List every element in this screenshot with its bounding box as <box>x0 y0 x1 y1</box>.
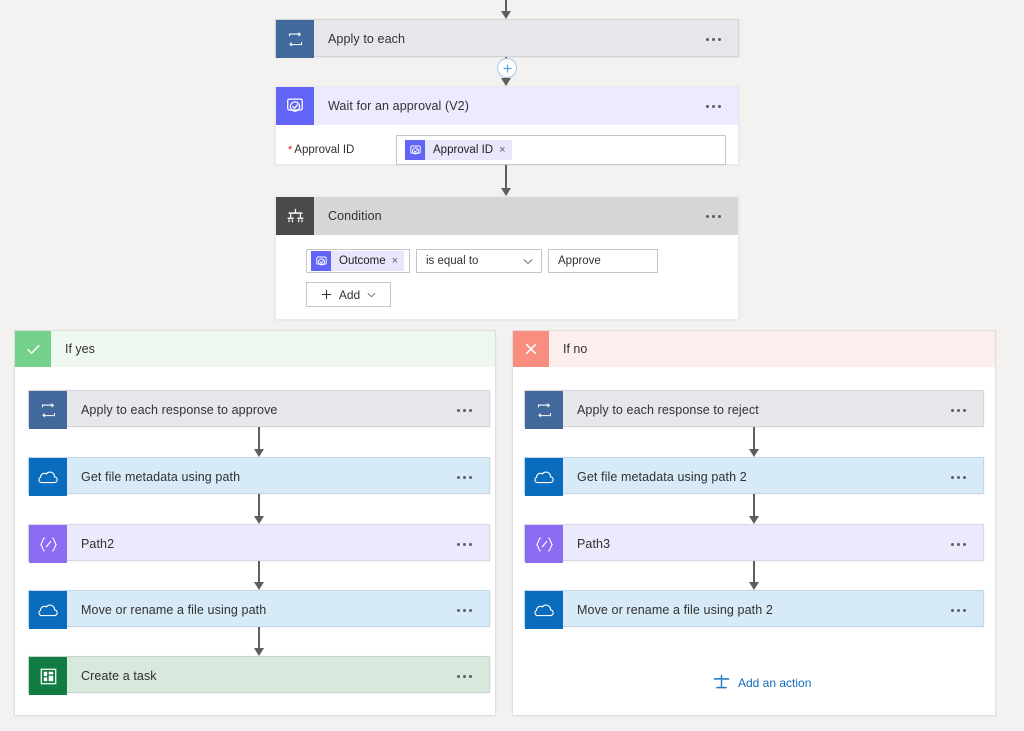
loop-icon <box>525 391 563 429</box>
step-title: Path2 <box>81 537 115 551</box>
approval-id-label: *Approval ID <box>288 144 396 156</box>
condition-operator-value: is equal to <box>426 255 479 267</box>
onedrive-icon <box>29 458 67 496</box>
approval-token-icon <box>405 140 425 160</box>
add-an-action-label: Add an action <box>738 675 812 690</box>
step-card-move-or-rename-a-file-using-path-2[interactable]: Move or rename a file using path 2 <box>524 590 984 629</box>
approval-id-field[interactable]: Approval ID × <box>396 135 726 165</box>
step-title: Move or rename a file using path 2 <box>577 603 773 617</box>
condition-value-input[interactable]: Approve <box>548 249 658 273</box>
step-card-wait-for-approval[interactable]: Wait for an approval (V2) *Approval ID <box>275 86 739 165</box>
step-title: Condition <box>328 209 382 223</box>
chevron-down-icon <box>523 258 533 265</box>
step-overflow-menu-button[interactable] <box>939 542 983 546</box>
condition-add-label: Add <box>338 287 361 302</box>
connector-arrow <box>252 561 266 590</box>
step-card-apply-to-each-response-to-approve[interactable]: Apply to each response to approve <box>28 390 490 429</box>
branch-label: If yes <box>65 342 95 356</box>
step-overflow-menu-button[interactable] <box>694 37 738 41</box>
connector-arrow <box>252 627 266 656</box>
onedrive-icon <box>525 458 563 496</box>
step-overflow-menu-button[interactable] <box>939 408 983 412</box>
step-title: Create a task <box>81 669 157 683</box>
step-overflow-menu-button[interactable] <box>445 408 489 412</box>
step-overflow-menu-button[interactable] <box>445 542 489 546</box>
approval-id-label-text: Approval ID <box>294 144 355 156</box>
plus-icon <box>321 289 332 300</box>
connector-arrow-top <box>499 0 513 19</box>
step-overflow-menu-button[interactable] <box>445 674 489 678</box>
step-card-path2[interactable]: Path2 <box>28 524 490 563</box>
connector-arrow <box>252 427 266 457</box>
approval-card-body: *Approval ID Approval ID × <box>276 125 738 165</box>
token-remove-icon[interactable]: × <box>391 254 399 267</box>
onedrive-icon <box>29 591 67 629</box>
condition-operator-select[interactable]: is equal to <box>416 249 542 273</box>
step-title: Apply to each response to reject <box>577 403 759 417</box>
token-approval-id[interactable]: Approval ID × <box>405 140 512 160</box>
branch-header-if-yes: If yes <box>15 331 495 367</box>
step-card-move-or-rename-a-file-using-path[interactable]: Move or rename a file using path <box>28 590 490 629</box>
loop-icon <box>276 20 314 58</box>
step-title: Apply to each response to approve <box>81 403 278 417</box>
data-operation-icon <box>29 525 67 563</box>
branch-label: If no <box>563 342 588 356</box>
connector-arrow <box>747 561 761 590</box>
approval-token-icon <box>311 251 331 271</box>
insert-step-button[interactable] <box>497 58 517 78</box>
connector-arrow-to-condition <box>499 165 513 196</box>
step-title: Get file metadata using path <box>81 470 241 484</box>
token-outcome[interactable]: Outcome × <box>311 251 405 271</box>
add-an-action-button[interactable]: Add an action <box>712 674 811 691</box>
check-icon <box>15 331 51 367</box>
token-label: Approval ID <box>433 144 494 156</box>
condition-add-button[interactable]: Add <box>306 282 391 307</box>
loop-icon <box>29 391 67 429</box>
step-title: Wait for an approval (V2) <box>328 99 469 113</box>
token-label: Outcome <box>339 255 386 267</box>
token-remove-icon[interactable]: × <box>499 143 506 156</box>
step-overflow-menu-button[interactable] <box>694 104 738 108</box>
connector-arrow <box>747 494 761 524</box>
step-card-condition[interactable]: Condition <box>275 196 739 320</box>
branch-header-if-no: If no <box>513 331 995 367</box>
step-overflow-menu-button[interactable] <box>939 475 983 479</box>
condition-icon <box>276 197 314 235</box>
step-title: Get file metadata using path 2 <box>577 470 747 484</box>
required-marker: * <box>288 144 293 156</box>
step-card-get-file-metadata-using-path-2[interactable]: Get file metadata using path 2 <box>524 457 984 496</box>
step-overflow-menu-button[interactable] <box>445 608 489 612</box>
planner-icon <box>29 657 67 695</box>
step-overflow-menu-button[interactable] <box>694 214 738 218</box>
step-card-create-a-task[interactable]: Create a task <box>28 656 490 695</box>
step-card-get-file-metadata-using-path[interactable]: Get file metadata using path <box>28 457 490 496</box>
close-icon <box>513 331 549 367</box>
chevron-down-icon <box>367 292 376 298</box>
connector-arrow <box>747 427 761 457</box>
step-card-apply-to-each[interactable]: Apply to each <box>275 19 739 58</box>
step-card-path3[interactable]: Path3 <box>524 524 984 563</box>
onedrive-icon <box>525 591 563 629</box>
step-card-apply-to-each-response-to-reject[interactable]: Apply to each response to reject <box>524 390 984 429</box>
condition-operand-field[interactable]: Outcome × <box>306 249 410 273</box>
step-overflow-menu-button[interactable] <box>445 475 489 479</box>
add-action-icon <box>712 674 731 691</box>
data-operation-icon <box>525 525 563 563</box>
step-title: Path3 <box>577 537 611 551</box>
condition-card-body: Outcome × is equal to Approve <box>276 235 738 319</box>
step-overflow-menu-button[interactable] <box>939 608 983 612</box>
approval-icon <box>276 87 314 125</box>
step-title: Apply to each <box>328 32 406 46</box>
connector-arrow <box>252 494 266 524</box>
step-title: Move or rename a file using path <box>81 603 267 617</box>
